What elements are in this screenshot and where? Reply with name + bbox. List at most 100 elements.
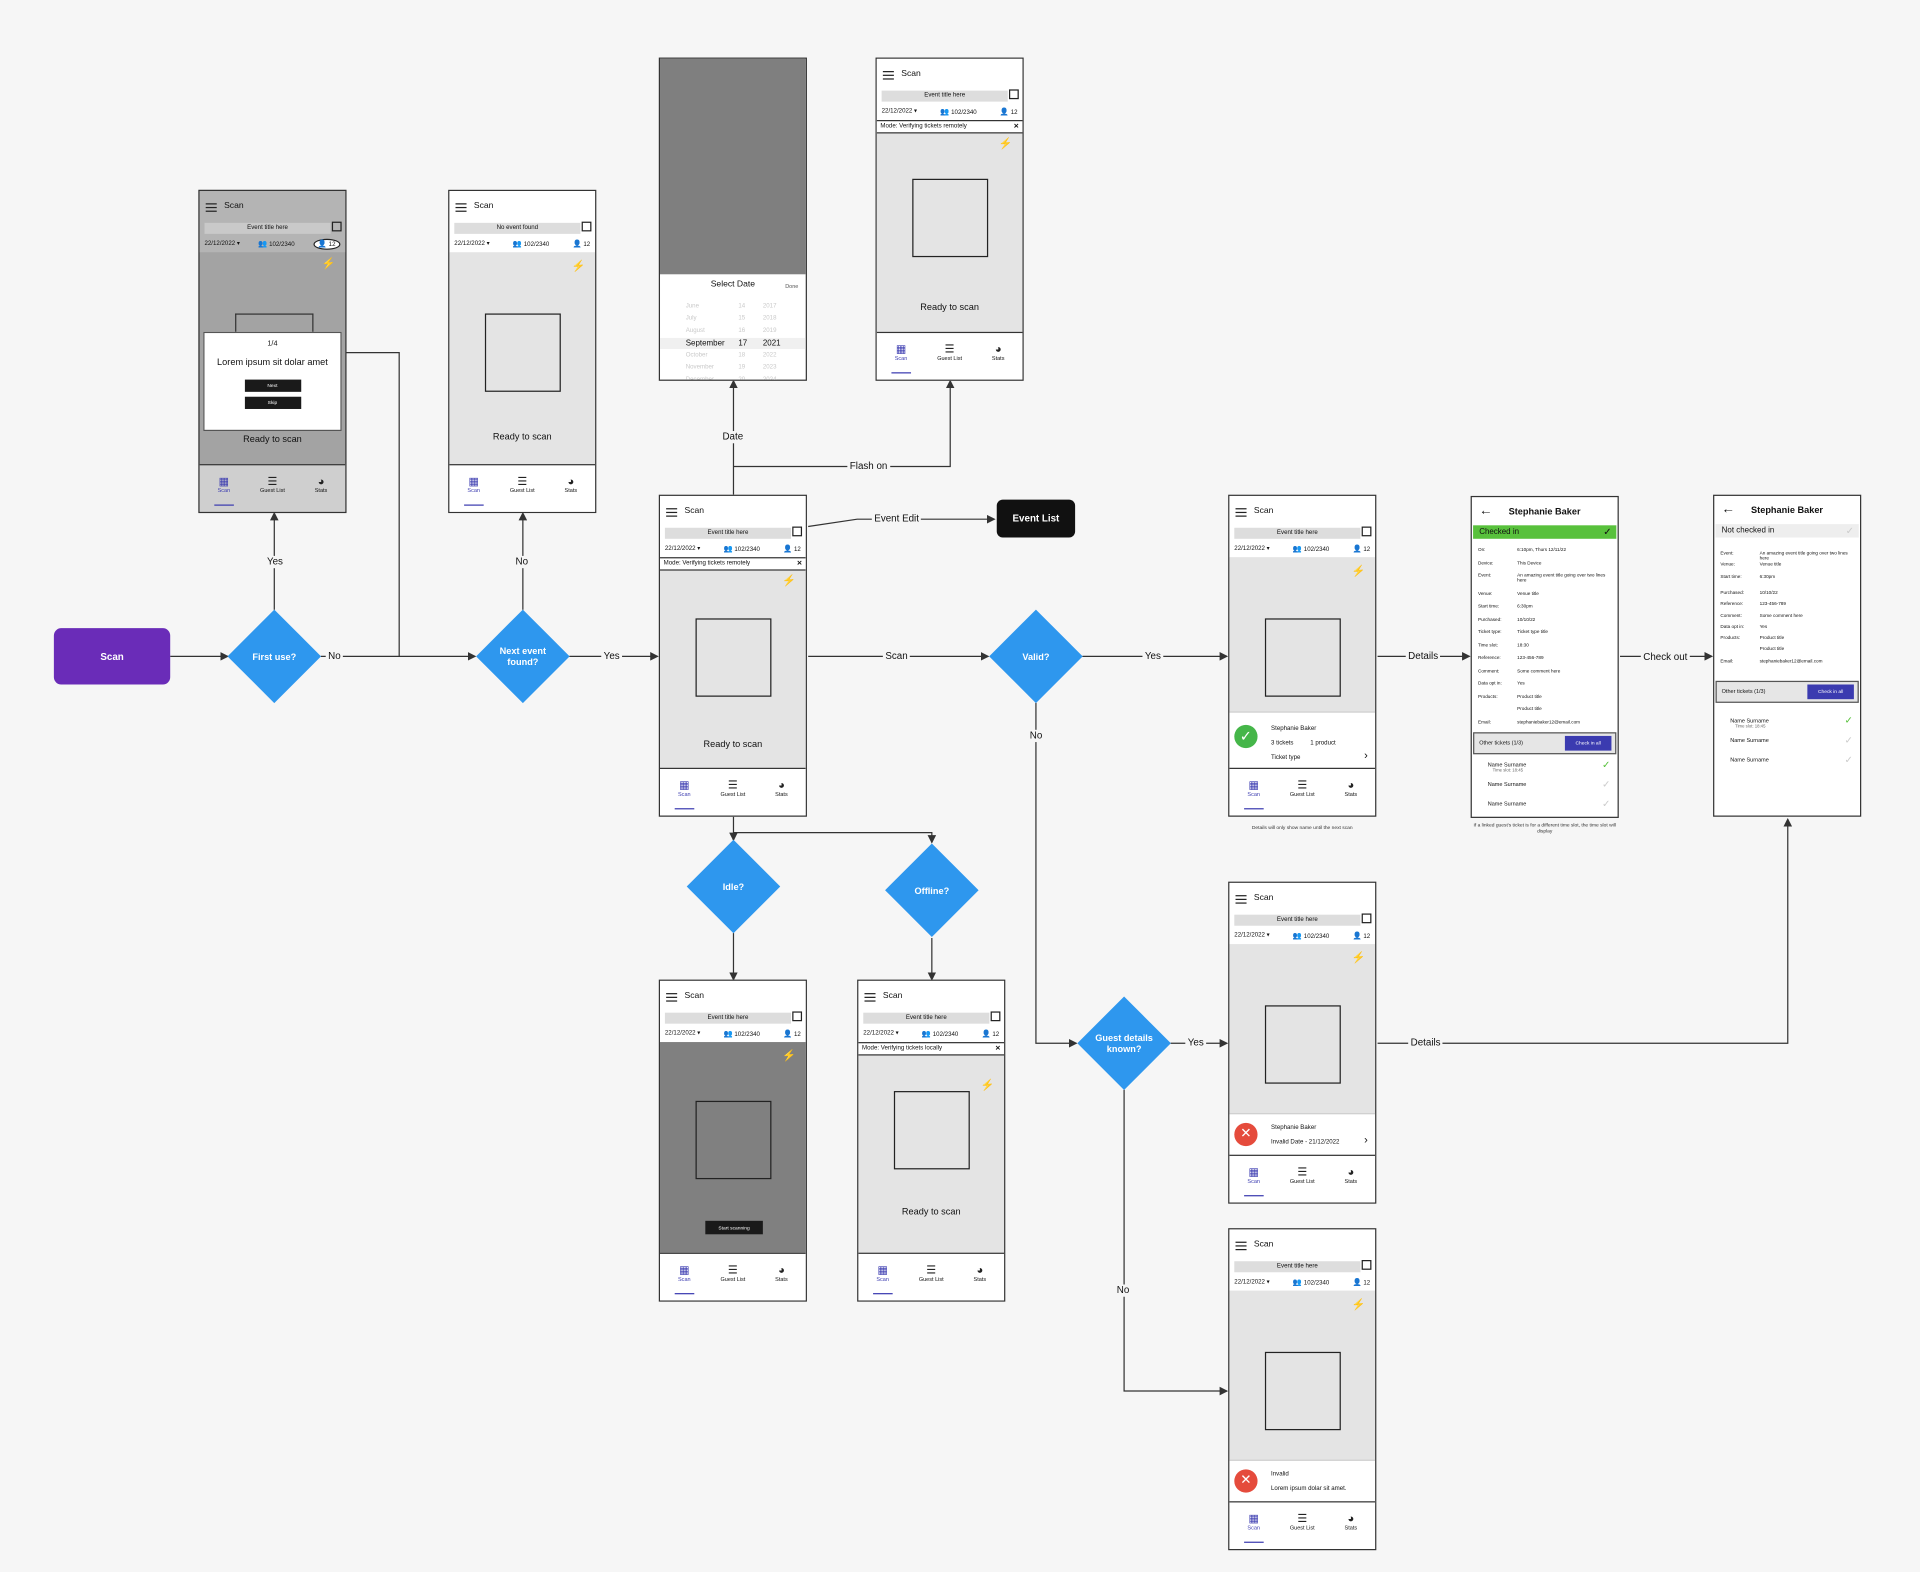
nav-scan[interactable]: ▦Scan xyxy=(877,333,926,380)
back-arrow-icon[interactable]: ← xyxy=(1479,503,1493,518)
date-select[interactable]: 22/12/2022 ▾ xyxy=(204,240,240,248)
nav-guest-list[interactable]: ☰Guest List xyxy=(907,1254,956,1301)
check-icon[interactable]: ✓ xyxy=(1602,759,1611,771)
decision-first-use[interactable]: First use? xyxy=(227,609,322,704)
check-icon[interactable]: ✓ xyxy=(1844,715,1853,727)
nav-stats[interactable]: ◕Stats xyxy=(297,465,346,512)
chevron-right-icon[interactable]: › xyxy=(1364,749,1368,762)
check-in-all-button[interactable]: Check in all xyxy=(1564,735,1612,751)
decision-valid[interactable]: Valid? xyxy=(989,609,1083,704)
flash-icon[interactable]: ⚡ xyxy=(571,259,586,272)
decision-offline[interactable]: Offline? xyxy=(885,843,979,937)
nav-stats[interactable]: ◕Stats xyxy=(547,465,596,512)
linked-guest-row[interactable]: Name Surname✓ xyxy=(1488,798,1611,810)
close-icon[interactable]: × xyxy=(995,1044,1001,1054)
nav-guest-list[interactable]: ☰Guest List xyxy=(1278,1502,1327,1549)
check-icon[interactable]: ✓ xyxy=(1844,734,1853,746)
linked-guest-row[interactable]: Name Surname✓ xyxy=(1730,734,1853,746)
nav-stats[interactable]: ◕Stats xyxy=(1327,1156,1376,1203)
check-in-all-button[interactable]: Check in all xyxy=(1807,684,1854,700)
flash-icon[interactable]: ⚡ xyxy=(321,257,336,270)
nav-scan[interactable]: ▦Scan xyxy=(858,1254,907,1301)
edit-icon[interactable] xyxy=(1361,526,1372,537)
nav-guest-list[interactable]: ☰Guest List xyxy=(709,1254,758,1301)
next-button[interactable]: Next xyxy=(244,379,301,392)
flash-icon[interactable]: ⚡ xyxy=(1351,1297,1366,1311)
back-arrow-icon[interactable]: ← xyxy=(1721,502,1736,517)
linked-guest-row[interactable]: Name Surname✓Time slot: 18:45 xyxy=(1730,715,1853,728)
flash-icon[interactable]: ⚡ xyxy=(980,1078,995,1092)
nav-scan[interactable]: ▦Scan xyxy=(449,465,498,512)
nav-stats[interactable]: ◕Stats xyxy=(757,769,806,816)
linked-guest-row[interactable]: Name Surname✓ xyxy=(1488,778,1611,790)
start-node[interactable]: Scan xyxy=(53,628,171,685)
check-icon[interactable]: ✓ xyxy=(1602,778,1611,790)
menu-icon[interactable] xyxy=(882,71,894,80)
menu-icon[interactable] xyxy=(455,203,467,212)
linked-guest-row[interactable]: Name Surname✓ xyxy=(1730,754,1853,766)
check-icon[interactable]: ✓ xyxy=(1844,754,1853,766)
decision-guest-known[interactable]: Guest details known? xyxy=(1077,996,1171,1091)
nav-stats[interactable]: ◕Stats xyxy=(974,333,1023,380)
nav-stats[interactable]: ◕Stats xyxy=(757,1254,806,1301)
nav-guest-list[interactable]: ☰Guest List xyxy=(925,333,974,380)
nav-stats[interactable]: ◕Stats xyxy=(956,1254,1005,1301)
event-list-node[interactable]: Event List xyxy=(996,499,1076,538)
date-select[interactable]: 22/12/2022 ▾ xyxy=(664,1029,701,1038)
skip-button[interactable]: Skip xyxy=(244,396,301,409)
start-scanning-button[interactable]: Start scanning xyxy=(705,1220,763,1235)
check-icon[interactable]: ✓ xyxy=(1602,798,1611,810)
menu-icon[interactable] xyxy=(666,993,678,1002)
nav-scan[interactable]: ▦Scan xyxy=(1229,769,1278,816)
nav-guest-list[interactable]: ☰Guest List xyxy=(498,465,547,512)
menu-icon[interactable] xyxy=(1235,895,1247,904)
date-select[interactable]: 22/12/2022 ▾ xyxy=(863,1029,899,1038)
nav-scan[interactable]: ▦Scan xyxy=(660,769,709,816)
nav-scan[interactable]: ▦Scan xyxy=(660,1254,709,1301)
done-button[interactable]: Done xyxy=(785,282,799,289)
nav-scan[interactable]: ▦Scan xyxy=(200,465,249,512)
chevron-right-icon[interactable]: › xyxy=(1364,1133,1368,1147)
decision-next-event[interactable]: Next event found? xyxy=(476,609,570,704)
close-icon[interactable]: × xyxy=(797,559,803,569)
nav-guest-list[interactable]: ☰Guest List xyxy=(1278,769,1327,816)
scan-result-card[interactable]: ✓ Stephanie Baker 3 tickets 1 product Ti… xyxy=(1229,711,1376,773)
edit-icon[interactable] xyxy=(331,221,342,232)
nav-guest-list[interactable]: ☰Guest List xyxy=(1278,1156,1327,1203)
flash-on-icon[interactable]: ⚡ xyxy=(998,137,1013,150)
scan-result-card[interactable]: ✕ Stephanie Baker Invalid Date - 21/12/2… xyxy=(1229,1113,1376,1160)
nav-guest-list[interactable]: ☰Guest List xyxy=(248,465,297,512)
date-select[interactable]: 22/12/2022 ▾ xyxy=(664,544,701,553)
flash-icon[interactable]: ⚡ xyxy=(782,574,796,587)
decision-idle[interactable]: Idle? xyxy=(686,839,781,934)
date-select[interactable]: 22/12/2022 ▾ xyxy=(881,107,918,116)
menu-icon[interactable] xyxy=(1235,508,1247,517)
nav-stats[interactable]: ◕Stats xyxy=(1327,1502,1376,1549)
nav-scan[interactable]: ▦Scan xyxy=(1229,1156,1278,1203)
date-select[interactable]: 22/12/2022 ▾ xyxy=(1234,931,1270,940)
edit-icon[interactable] xyxy=(581,221,592,232)
edit-icon[interactable] xyxy=(1361,913,1372,924)
edit-icon[interactable] xyxy=(1361,1260,1372,1270)
date-select[interactable]: 22/12/2022 ▾ xyxy=(454,240,490,248)
close-icon[interactable]: × xyxy=(1013,122,1019,132)
person-icon: 👤 xyxy=(317,240,327,248)
date-select[interactable]: 22/12/2022 ▾ xyxy=(1234,1278,1270,1286)
menu-icon[interactable] xyxy=(864,993,876,1002)
edit-icon[interactable] xyxy=(990,1011,1001,1022)
linked-guest-row[interactable]: Name Surname✓Time slot: 18:45 xyxy=(1488,759,1611,772)
flash-icon[interactable]: ⚡ xyxy=(1351,564,1366,577)
edit-icon[interactable] xyxy=(792,526,803,537)
edit-icon[interactable] xyxy=(1008,89,1019,100)
edit-icon[interactable] xyxy=(792,1011,803,1022)
menu-icon[interactable] xyxy=(666,508,678,517)
flash-icon[interactable]: ⚡ xyxy=(1351,951,1366,964)
nav-stats[interactable]: ◕Stats xyxy=(1327,769,1376,816)
menu-icon[interactable] xyxy=(205,203,217,212)
flash-icon[interactable]: ⚡ xyxy=(782,1049,796,1062)
nav-scan[interactable]: ▦Scan xyxy=(1229,1502,1278,1549)
menu-icon[interactable] xyxy=(1235,1241,1247,1251)
date-select[interactable]: 22/12/2022 ▾ xyxy=(1234,544,1270,553)
nav-guest-list[interactable]: ☰Guest List xyxy=(709,769,758,816)
